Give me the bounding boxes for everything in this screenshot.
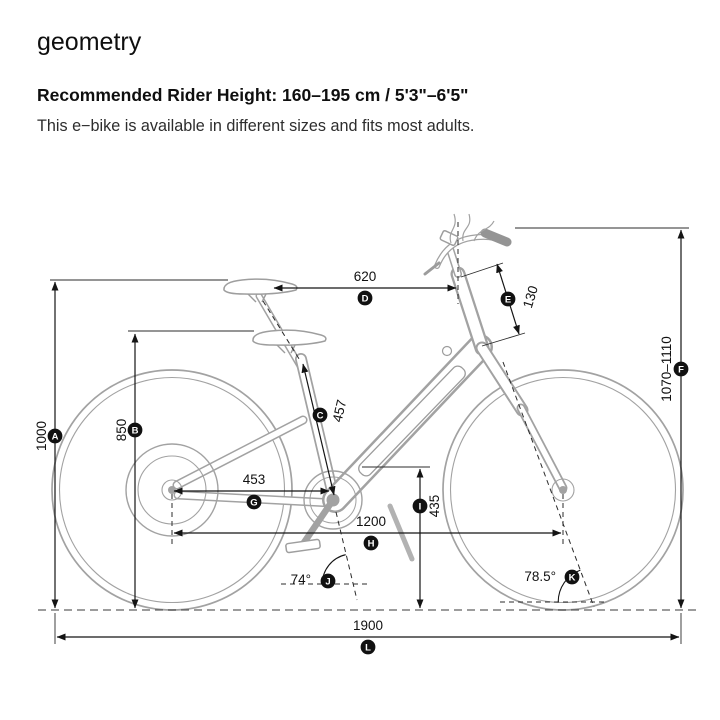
battery xyxy=(358,345,466,477)
dimension-I: 435 I xyxy=(362,466,442,609)
dim-badge-j: J xyxy=(320,573,336,589)
dim-value-i: 435 xyxy=(427,495,442,518)
dim-badge-f: F xyxy=(673,361,689,377)
dimension-C: 457 C xyxy=(262,300,350,496)
page-title: geometry xyxy=(37,28,142,56)
svg-text:D: D xyxy=(362,294,369,305)
dim-badge-b: B xyxy=(127,422,143,438)
dim-value-b: 850 xyxy=(114,419,129,442)
svg-text:C: C xyxy=(317,411,324,422)
dimension-K: 78.5° K xyxy=(500,361,608,608)
size-description: This e−bike is available in different si… xyxy=(37,117,475,135)
dimension-F: 1070–1110 F xyxy=(515,227,689,609)
dim-value-l: 1900 xyxy=(353,618,383,633)
dim-badge-h: H xyxy=(363,535,379,551)
svg-text:I: I xyxy=(419,502,422,513)
svg-text:K: K xyxy=(569,573,576,584)
dim-badge-i: I xyxy=(412,498,428,514)
dimension-H: 1200 H xyxy=(171,494,564,551)
svg-text:G: G xyxy=(250,498,257,509)
dim-badge-k: K xyxy=(564,569,580,585)
brake-lever-icon xyxy=(423,261,441,276)
svg-text:J: J xyxy=(325,577,330,588)
dim-value-h: 1200 xyxy=(356,514,386,529)
svg-text:B: B xyxy=(132,426,139,437)
dimension-D: 620 D xyxy=(273,222,459,306)
dim-value-c: 457 xyxy=(330,398,350,423)
dim-value-e: 130 xyxy=(520,284,541,310)
svg-text:L: L xyxy=(365,643,371,654)
svg-text:A: A xyxy=(52,432,59,443)
dim-badge-c: C xyxy=(312,407,328,423)
dim-value-k: 78.5° xyxy=(524,569,556,584)
dim-value-f: 1070–1110 xyxy=(659,336,674,402)
svg-text:H: H xyxy=(368,539,375,550)
dim-value-a: 1000 xyxy=(34,421,49,451)
dim-value-j: 74° xyxy=(291,572,311,587)
cockpit xyxy=(423,213,512,278)
charge-port-icon xyxy=(441,345,453,357)
cables xyxy=(449,213,495,244)
dim-badge-l: L xyxy=(360,639,376,655)
dim-badge-d: D xyxy=(357,290,373,306)
display-icon xyxy=(439,229,459,247)
dimension-B: 850 B xyxy=(114,330,254,609)
dim-badge-e: E xyxy=(500,291,516,307)
pedal xyxy=(285,538,321,554)
dim-value-d: 620 xyxy=(354,269,377,284)
dim-badge-a: A xyxy=(47,428,63,444)
dimension-A: 1000 A xyxy=(34,279,228,609)
svg-text:F: F xyxy=(678,365,684,376)
dimension-layer: 1000 A 850 B 1070–1110 xyxy=(34,222,700,655)
dimension-G: 453 G xyxy=(173,472,330,510)
dim-value-g: 453 xyxy=(243,472,266,487)
front-hub xyxy=(551,478,575,502)
dimension-E: 130 E xyxy=(460,262,541,347)
svg-text:E: E xyxy=(505,295,511,306)
grip xyxy=(480,228,512,247)
rider-height-heading: Recommended Rider Height: 160–195 cm / 5… xyxy=(37,85,469,105)
drivetrain xyxy=(285,470,363,554)
dimension-L: 1900 L xyxy=(54,613,682,655)
dimension-J: 74° J xyxy=(281,511,367,601)
dim-badge-g: G xyxy=(246,494,262,510)
saddle-lower xyxy=(252,329,327,354)
